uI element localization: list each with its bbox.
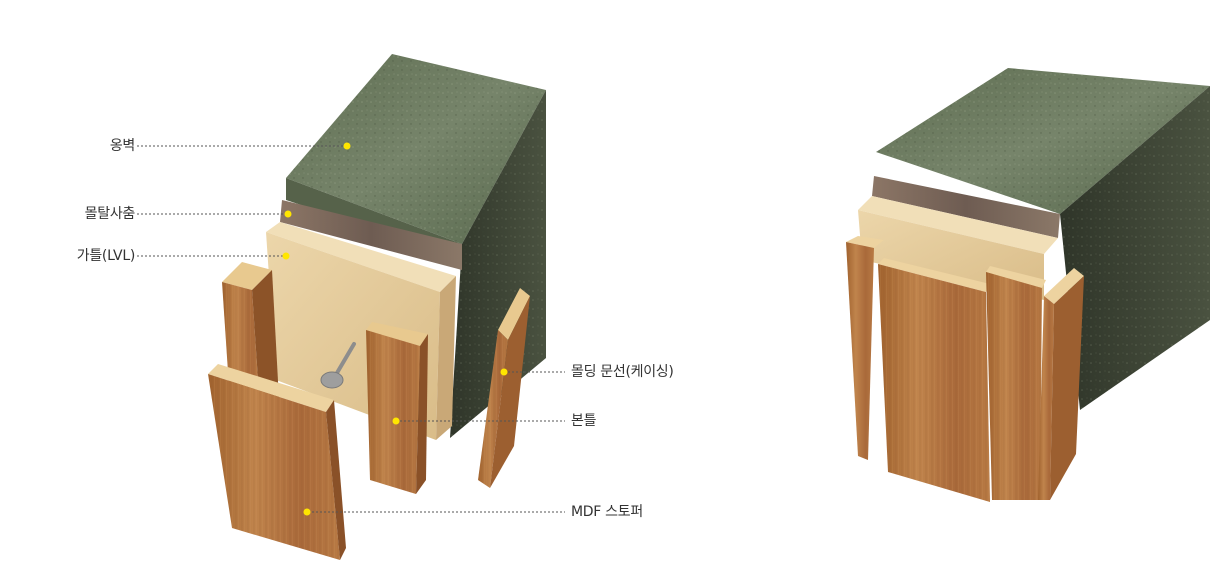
left-casing-edge	[222, 262, 272, 290]
asm-wall-top-speckle	[876, 68, 1210, 214]
asm-mortar	[872, 176, 1060, 238]
label-molding: 몰딩 문선(케이싱)	[571, 364, 674, 380]
asm-board-mid-grain	[986, 272, 1042, 500]
label-stopper: MDF 스토퍼	[571, 504, 643, 520]
mainframe-edge	[366, 322, 428, 346]
stopper-side	[326, 400, 346, 560]
assembled-view	[846, 68, 1210, 502]
label-mortar: 몰탈사춤	[84, 206, 136, 222]
asm-board-back-left	[846, 242, 874, 460]
leader-lines	[137, 145, 565, 513]
asm-board-right-side	[1050, 276, 1084, 500]
mainframe-grain	[366, 330, 420, 494]
asm-board-right	[1038, 296, 1054, 500]
marker-wall	[343, 142, 351, 150]
marker-mainframe	[392, 417, 400, 425]
molding-edge	[498, 288, 530, 340]
exploded-view	[208, 54, 546, 560]
label-subframe: 가틀(LVL)	[76, 248, 136, 264]
asm-board-mid-edge	[986, 266, 1046, 288]
asm-board-back-left-edge	[846, 236, 884, 248]
label-wall: 옹벽	[109, 138, 135, 154]
markers	[282, 142, 508, 516]
marker-stopper	[303, 508, 311, 516]
marker-mortar	[284, 210, 292, 218]
lvl-subframe-side	[436, 276, 456, 440]
asm-wall-side-speckle	[1060, 86, 1210, 410]
marker-subframe	[282, 252, 290, 260]
asm-board-front-edge	[878, 258, 990, 292]
mortar-layer	[280, 200, 462, 270]
asm-board-front-grain	[878, 264, 990, 502]
asm-lvl-face	[858, 196, 1058, 254]
mainframe-side	[416, 334, 428, 494]
molding-grain	[478, 330, 508, 488]
marker-molding	[500, 368, 508, 376]
wall-top-speckle	[286, 54, 546, 244]
nail-head	[320, 371, 344, 389]
label-mainframe: 본틀	[571, 413, 597, 429]
asm-board-right-edge	[1044, 268, 1084, 304]
nail	[332, 342, 356, 380]
stopper-edge	[208, 364, 334, 412]
lvl-subframe-face	[266, 222, 456, 292]
molding-side	[490, 296, 530, 488]
